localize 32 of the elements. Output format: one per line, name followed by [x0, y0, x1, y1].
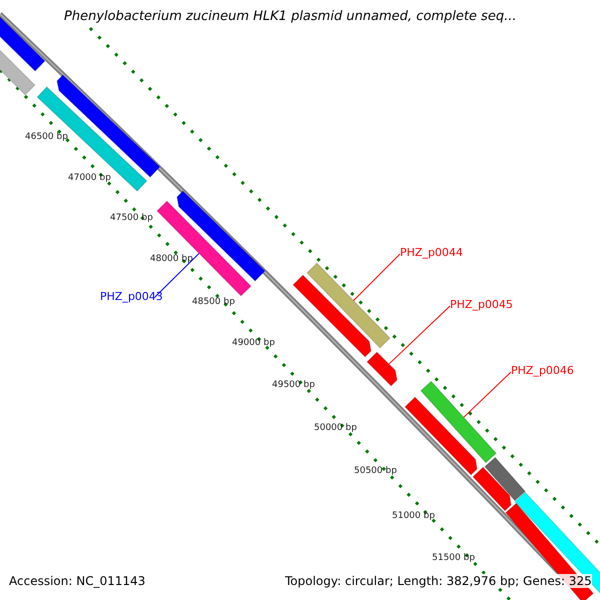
gene-bar	[292, 274, 372, 358]
genome-summary-text: Topology: circular; Length: 382,976 bp; Genes: 325	[285, 574, 592, 588]
position-label: 50000 bp	[314, 423, 357, 433]
leader-line	[388, 306, 450, 365]
position-label: 48500 bp	[192, 297, 235, 307]
gene-label: PHZ_p0046	[511, 364, 574, 377]
gene-bar	[0, 49, 36, 96]
gene-bar	[484, 456, 526, 502]
position-label: 51500 bp	[432, 553, 475, 563]
gene-label: PHZ_p0044	[400, 246, 463, 259]
gene-bar	[176, 190, 266, 282]
gene-bar	[404, 396, 478, 476]
gene-label: PHZ_p0045	[450, 298, 513, 311]
map-title: Phenylobacterium zucineum HLK1 plasmid unnamed, complete seq...	[64, 9, 516, 24]
leader-line	[154, 252, 200, 298]
accession-text: Accession: NC_011143	[9, 574, 146, 588]
position-label: 49000 bp	[232, 338, 275, 348]
leader-line	[463, 372, 512, 418]
position-label: 50500 bp	[354, 466, 397, 476]
position-label: 49500 bp	[272, 380, 315, 390]
leader-line	[353, 254, 400, 302]
gene-bar	[366, 351, 398, 387]
gene-bar	[472, 466, 512, 512]
gene-bar	[306, 262, 391, 349]
gene-bar	[420, 380, 497, 464]
gene-label: PHZ_p0043	[100, 290, 163, 303]
position-label: 48000 bp	[150, 254, 193, 264]
gene-bar	[0, 16, 46, 72]
position-label: 47500 bp	[110, 213, 153, 223]
position-label: 46500 bp	[25, 132, 68, 142]
position-label: 51000 bp	[392, 511, 435, 521]
position-label: 47000 bp	[68, 173, 111, 183]
